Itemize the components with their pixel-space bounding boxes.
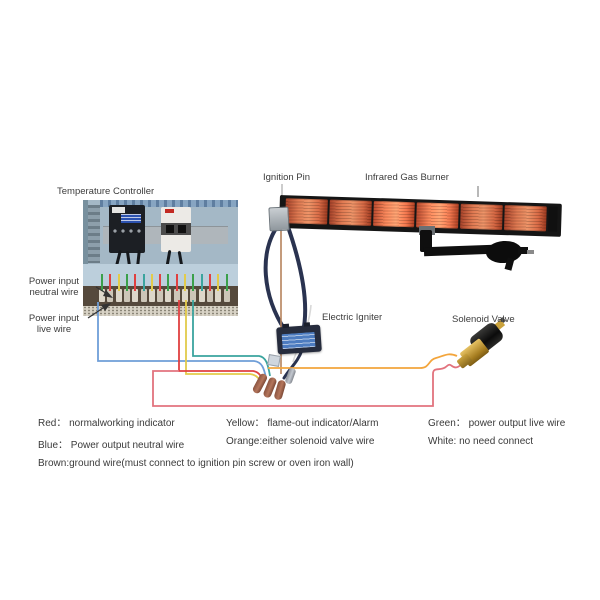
nozzle-pin [527,250,534,254]
electric-igniter-label: Electric Igniter [322,312,383,323]
breaker-toggle [178,225,186,233]
contactor-terminals [111,227,143,235]
legend-blue: Blue： Power output neutral wire [38,440,185,451]
power-input-neutral-line1: Power input [28,276,80,287]
red-wire-to-solenoid [152,363,463,407]
power-input-live-line1: Power input [28,313,80,324]
terminal-block [157,289,164,302]
contactor [109,205,145,253]
igniter-label-sticker [281,331,316,350]
power-input-live-label: Power input live wire [12,313,96,335]
wire-connector-gray [284,367,297,385]
terminal-block [198,289,205,302]
burner-segment [460,203,503,230]
infrared-gas-burner-label: Infrared Gas Burner [365,172,449,183]
legend-red: Red： normalworking indicator [38,418,175,429]
yellow-terminal-wire [184,274,186,291]
burner-endcap [547,206,558,232]
teal-terminal-wire [142,274,145,291]
igniter-terminal [282,323,290,329]
legend-white: White: no need connect [428,436,534,447]
red-terminal-wire [134,274,137,291]
terminal-block [173,289,180,302]
terminal-block [165,289,172,302]
terminal-block [190,289,197,302]
circuit-breaker [161,207,191,252]
power-input-neutral-line2: neutral wire [29,287,79,298]
terminal-strip [83,274,238,306]
orange-wire-to-solenoid [268,353,458,369]
ignition-pin-label: Ignition Pin [263,172,311,183]
contactor-display [121,214,141,223]
yellow-terminal-wire [150,274,153,291]
electric-igniter [276,322,322,355]
legend-green: Green： power output live wire [428,418,566,429]
igniter-terminal [303,322,311,327]
terminal-block [182,289,188,302]
terminal-block [223,289,230,302]
green-terminal-wire [225,274,228,291]
red-terminal-wire [159,274,162,291]
breaker-red-mark [165,209,174,213]
terminal-block [140,289,147,302]
ignition-cable [285,222,308,334]
yellow-terminal-wire [217,274,220,291]
terminal-block [115,289,122,302]
legend-brown: Brown:ground wire(must connect to igniti… [38,458,354,469]
terminal-block [206,289,213,302]
burner-segment [416,202,460,229]
gas-nozzle [518,247,528,254]
temperature-controller-label: Temperature Controller [57,186,155,197]
terminal-block [132,289,139,302]
burner-segment [504,205,547,232]
wire-duct-top [100,200,238,207]
green-terminal-wire [101,274,103,291]
gas-inlet-stub [504,257,515,271]
contactor-label [112,207,125,213]
teal-terminal-wire [200,274,203,291]
yellow-terminal-wire [117,274,120,291]
terminal-wire-duct [83,306,238,316]
terminal-block [123,289,130,302]
panel-wall [83,200,88,264]
breaker-toggle [166,225,174,233]
ignition-cable [263,222,287,332]
legend-orange: Orange:either solenoid valve wire [226,436,375,447]
legend-yellow: Yellow： flame-out indicator/Alarm [226,418,379,429]
ignition-pin [268,206,290,232]
power-input-neutral-label: Power input neutral wire [12,276,96,298]
red-terminal-wire [175,274,178,291]
terminal-block [148,289,155,302]
green-terminal-wire [125,274,128,291]
breaker-switch-band [161,223,191,235]
burner-segment [285,198,328,225]
red-terminal-wire [109,274,112,291]
control-panel-photo [83,200,238,316]
wire-duct-vertical [88,205,100,263]
green-terminal-wire [167,274,170,291]
ceramic-connector [267,354,281,367]
power-input-live-line2: live wire [36,324,72,335]
burner-segment [328,199,372,226]
red-terminal-wire [208,274,211,291]
green-terminal-wire [192,274,195,291]
solenoid-valve-label: Solenoid Valve [452,314,515,325]
terminal-block [215,289,222,302]
burner-segment [372,200,416,228]
gas-pipe [423,244,495,257]
